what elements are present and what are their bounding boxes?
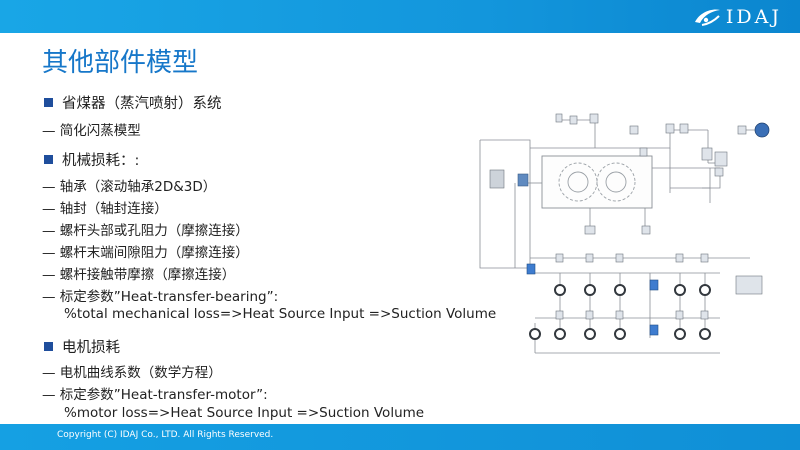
motor-formula: %motor loss=>Heat Source Input =>Suction…	[64, 405, 425, 421]
page-title: 其他部件模型	[42, 48, 199, 78]
mech-item: — 螺杆接触带摩擦（摩擦连接）	[42, 267, 236, 283]
mech-item: — 标定参数”Heat-transfer-bearing”:	[42, 289, 279, 305]
economizer-sub: — 简化闪蒸模型	[42, 123, 141, 139]
idaj-logo: IDAJ	[692, 5, 782, 29]
bullet-marker	[44, 342, 53, 351]
footer-bar: Copyright (C) IDAJ Co., LTD. All Rights …	[0, 424, 800, 450]
logo-swoosh-icon	[694, 9, 720, 26]
mech-item: — 螺杆末端间隙阻力（摩擦连接）	[42, 245, 249, 261]
bullet-marker	[44, 155, 53, 164]
header-bar: IDAJ	[0, 0, 800, 33]
motor-item: — 标定参数”Heat-transfer-motor”:	[42, 387, 268, 403]
mech-item: — 轴承（滚动轴承2D&3D）	[42, 179, 217, 195]
mech-formula: %total mechanical loss=>Heat Source Inpu…	[64, 306, 497, 322]
logo-text: IDAJ	[725, 6, 782, 28]
mech-item: — 轴封（轴封连接）	[42, 201, 168, 217]
mech-heading: 机械损耗：:	[62, 153, 140, 169]
motor-item: — 电机曲线系数（数学方程）	[42, 365, 222, 381]
mech-item: — 螺杆头部或孔阻力（摩擦连接）	[42, 223, 249, 239]
bullet-marker	[44, 98, 53, 107]
economizer-heading: 省煤器（蒸汽喷射）系统	[62, 96, 222, 112]
copyright-text: Copyright (C) IDAJ Co., LTD. All Rights …	[57, 430, 274, 440]
motor-heading: 电机损耗	[62, 340, 120, 356]
model-schematic-diagram	[479, 113, 770, 354]
